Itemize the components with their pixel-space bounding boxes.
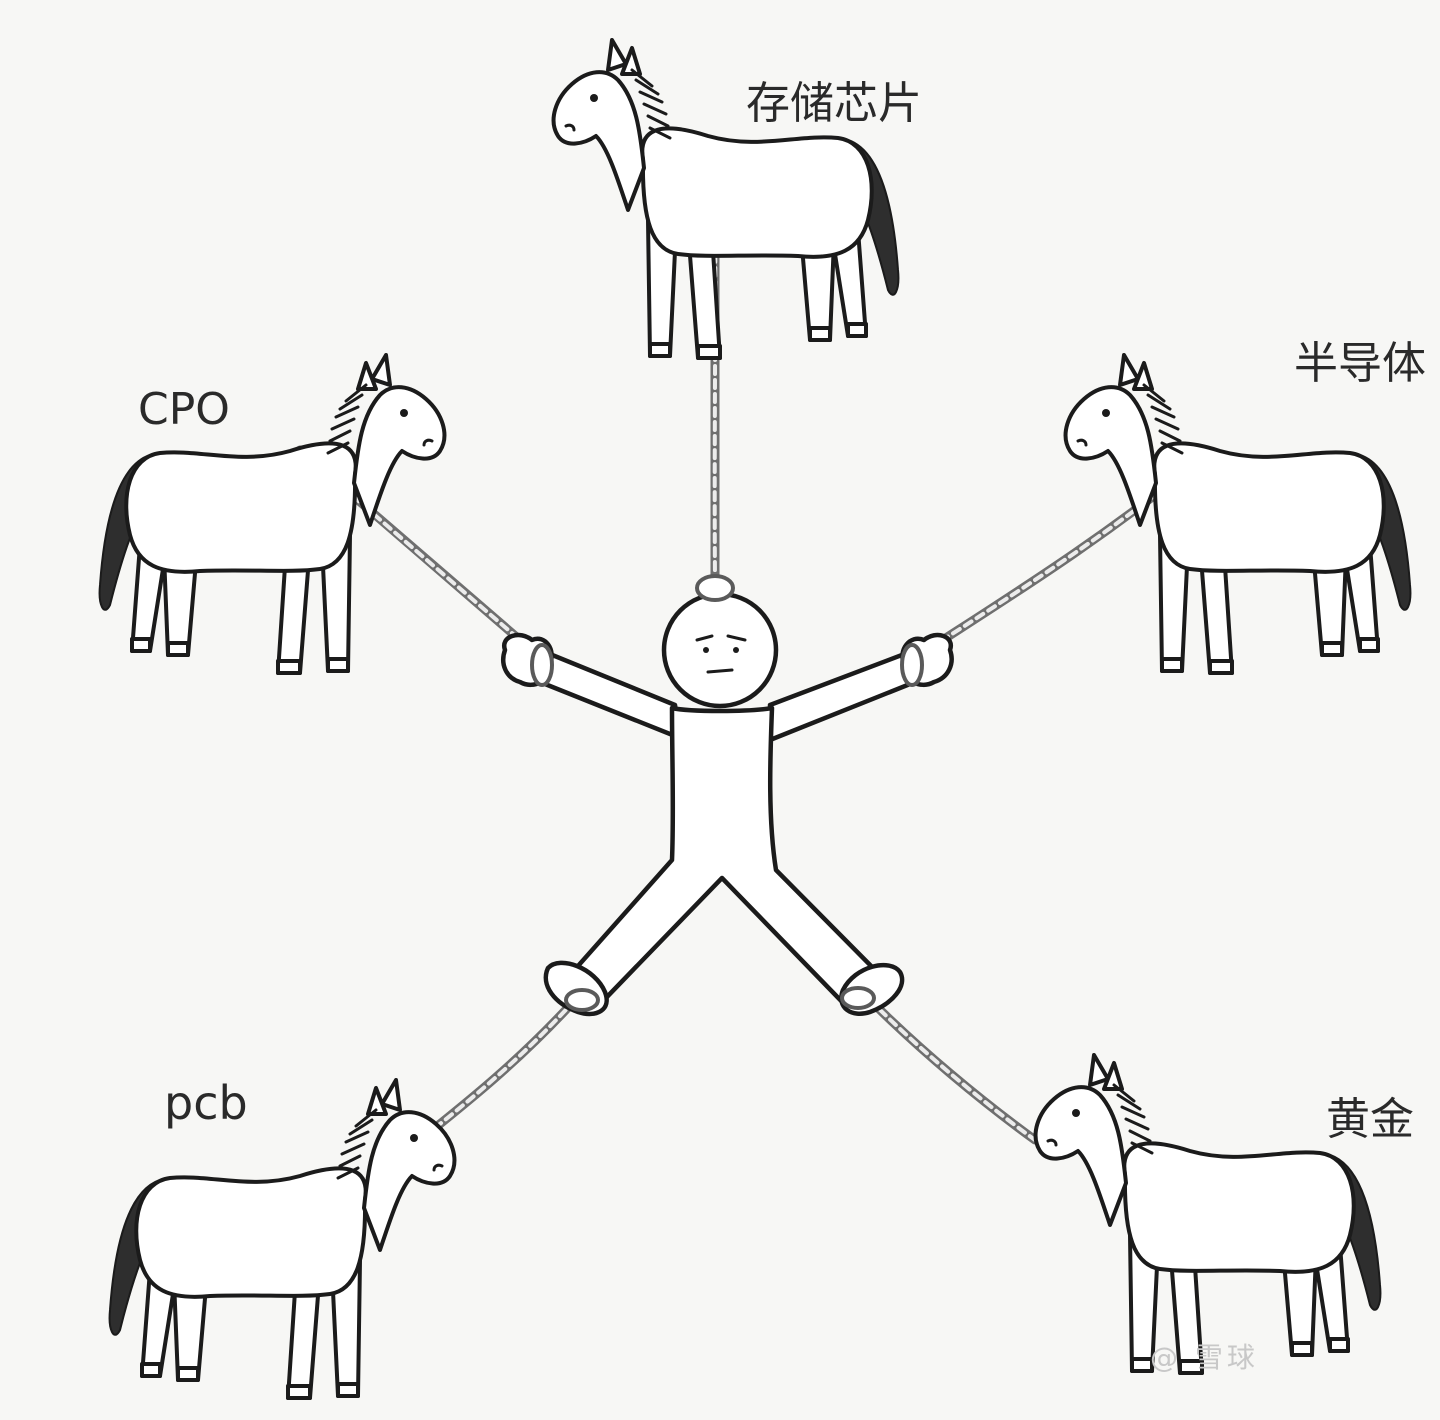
label-memory-chip: 存储芯片 (746, 78, 922, 129)
label-semiconductor: 半导体 (1294, 338, 1426, 389)
label-cpo: CPO (138, 384, 230, 435)
horse-lower-left (107, 1078, 457, 1400)
horse-upper-right (1063, 353, 1413, 675)
label-gold: 黄金 (1326, 1094, 1414, 1145)
stick-person (501, 574, 954, 1017)
watermark: @ 雪球 (1150, 1341, 1259, 1374)
label-pcb: pcb (164, 1076, 248, 1130)
